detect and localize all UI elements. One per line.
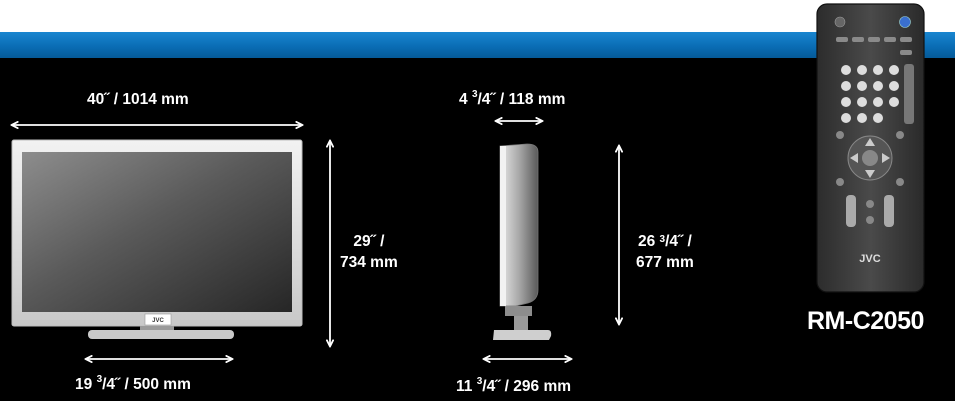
tv-front-logo-plate	[144, 313, 172, 326]
tv-stand-neck	[140, 326, 174, 330]
label-front-width: 40˝ / 1014 mm	[87, 91, 189, 108]
dimension-arrows	[12, 121, 619, 359]
label-side-depth: 4 3/4˝ / 118 mm	[459, 89, 566, 108]
tv-front-logo: JVC	[152, 318, 164, 324]
label-side-stand: 11 3/4˝ / 296 mm	[456, 376, 572, 395]
header-white-area	[0, 0, 955, 32]
tv-stand-base	[88, 330, 234, 339]
remote-model-label: RM-C2050	[807, 307, 924, 335]
label-side-height: 26 3/4˝ / 677 mm	[636, 233, 694, 271]
tv-screen	[22, 152, 292, 312]
header-blue-band	[0, 32, 955, 58]
tv-side	[493, 143, 552, 340]
label-front-height: 29˝ / 734 mm	[340, 233, 398, 271]
tv-front: JVC	[11, 139, 303, 339]
remote-control: JVC	[816, 3, 925, 293]
remote-logo: JVC	[859, 253, 880, 265]
label-stand-width: 19 3/4˝ / 500 mm	[75, 374, 191, 393]
